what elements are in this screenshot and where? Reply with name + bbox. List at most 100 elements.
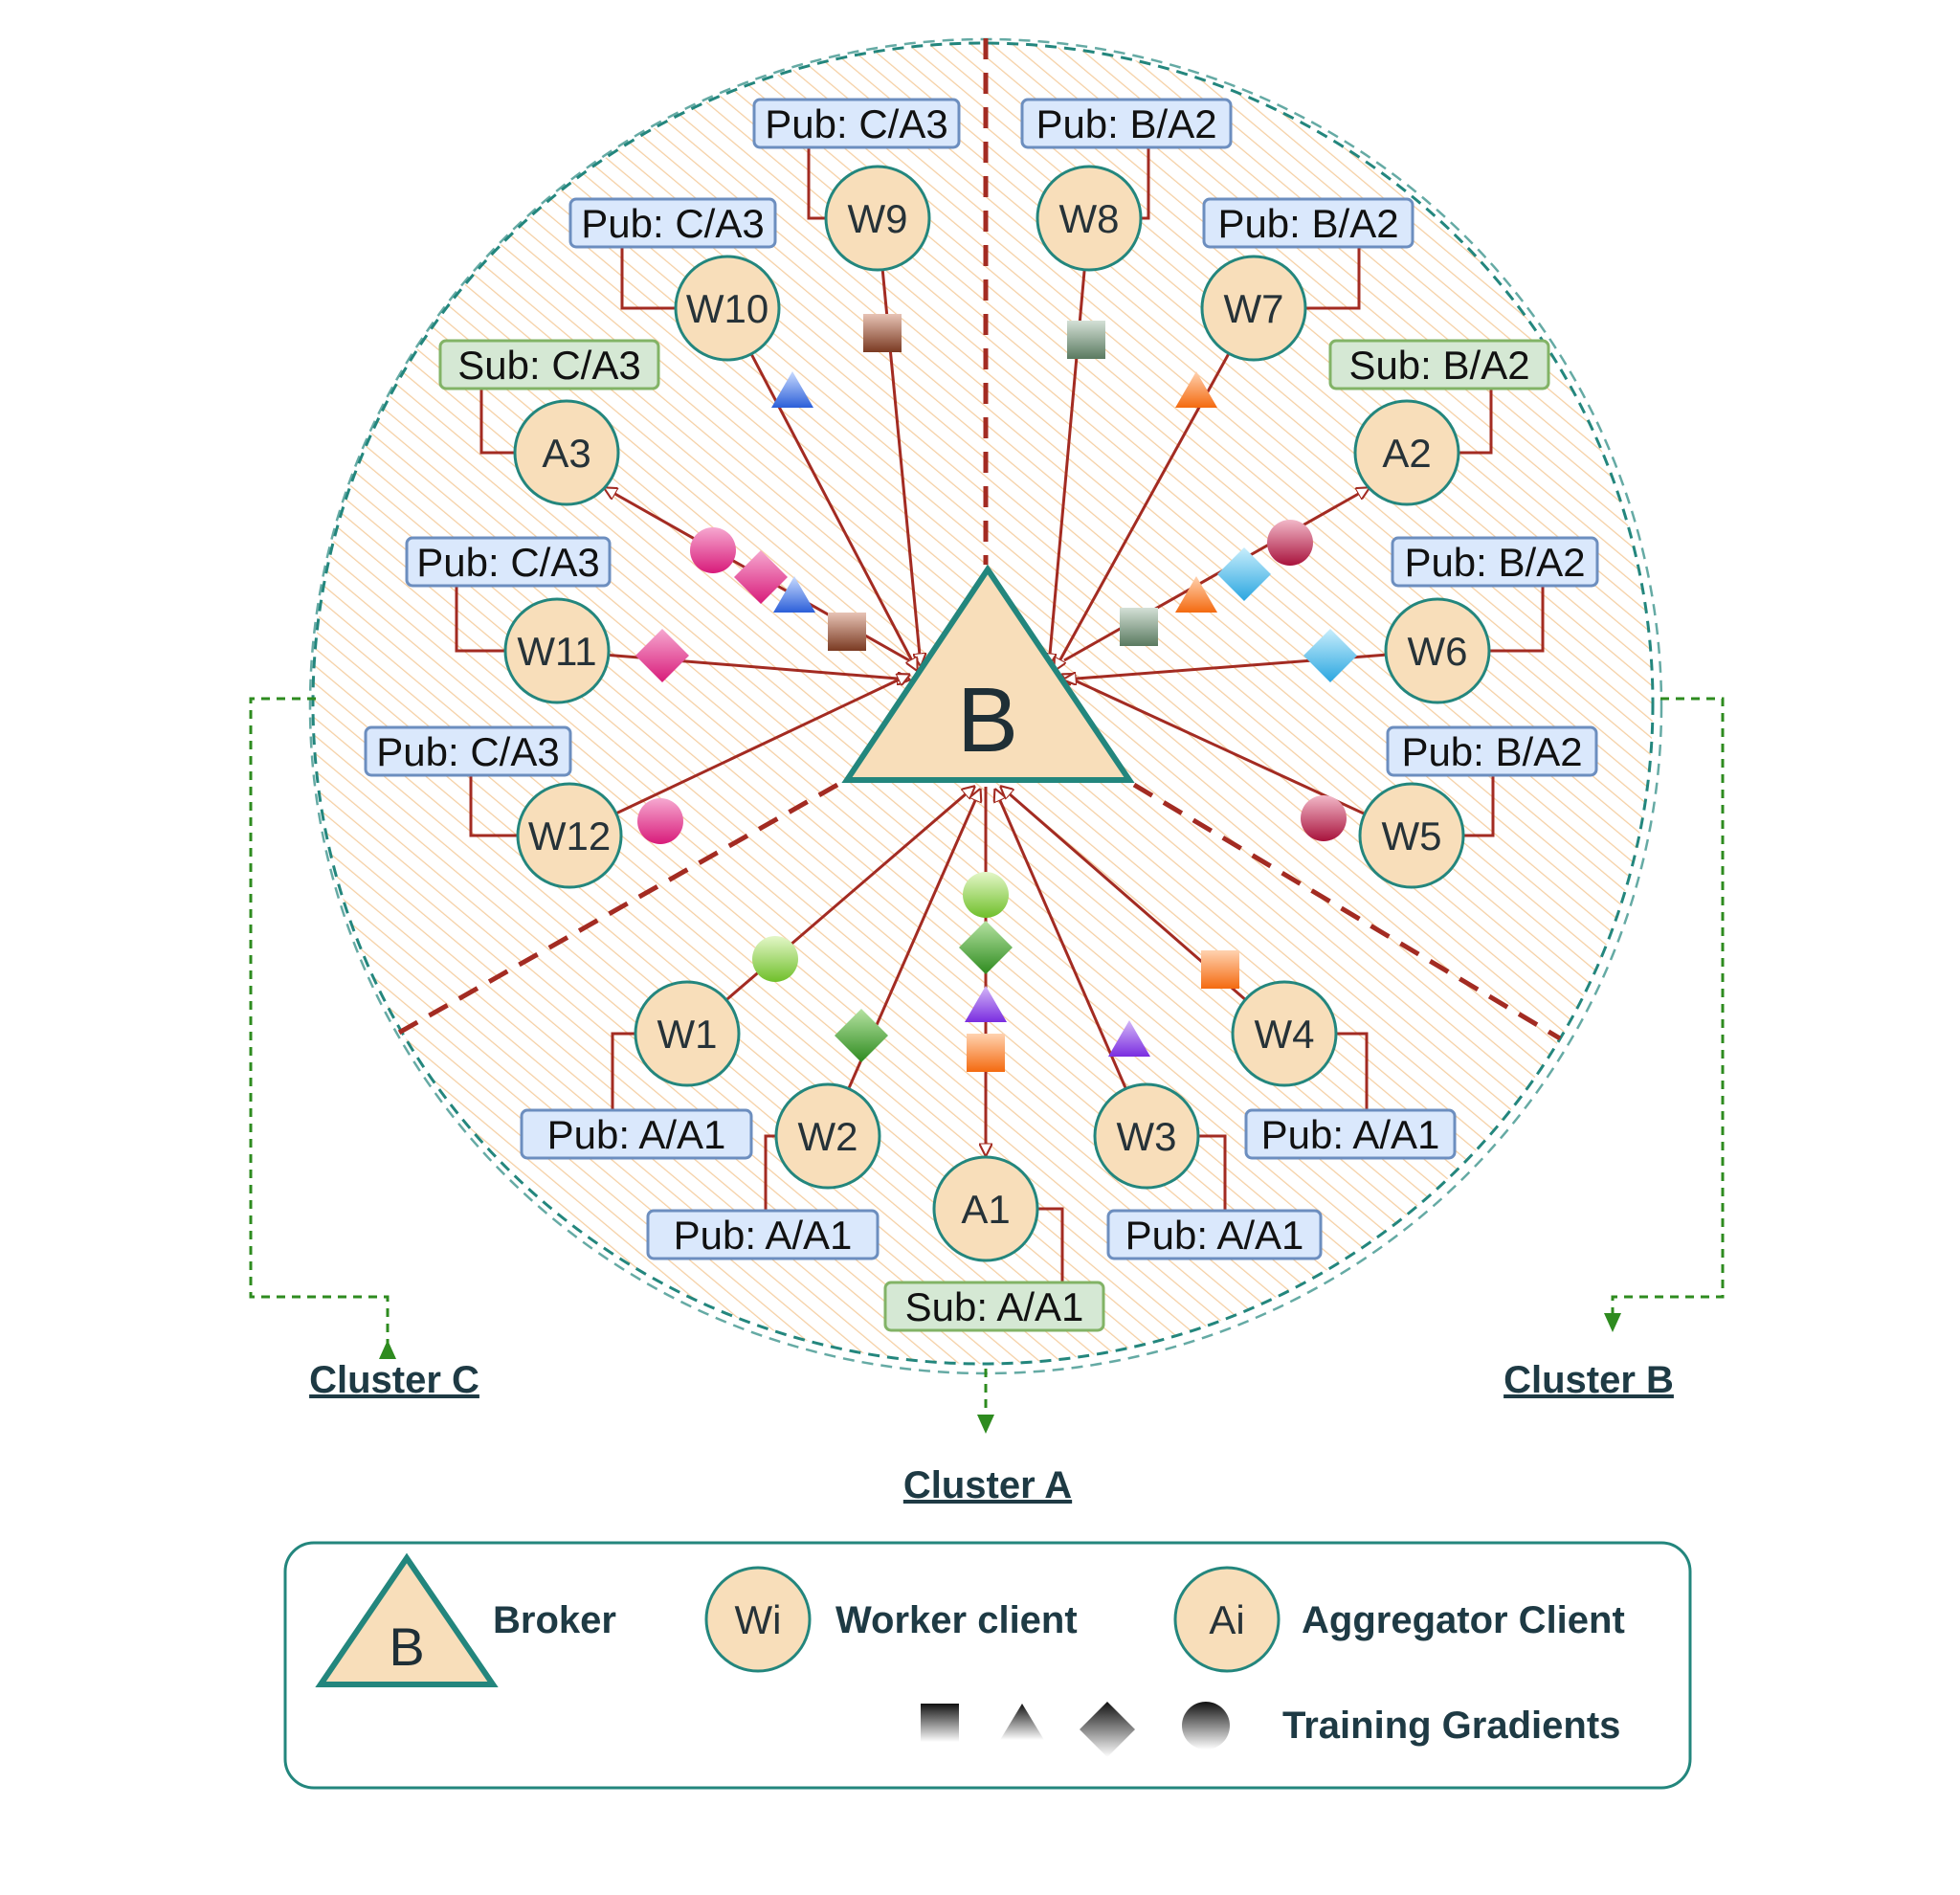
orange-square-gradient-icon: [967, 1034, 1005, 1072]
legend-aggregator: Ai Aggregator Client: [1173, 1566, 1625, 1673]
legend-worker-symbol: Wi: [735, 1597, 782, 1642]
cluster-routes: [249, 697, 1725, 1434]
tag-label-w8: Pub: B/A2: [1036, 101, 1216, 146]
tag-box-w8: [1020, 98, 1233, 149]
node-circle-w3: [1093, 1082, 1200, 1190]
legend-aggregator-symbol: Ai: [1209, 1597, 1244, 1642]
worker-w7[interactable]: W7: [1200, 255, 1307, 362]
node-label-w8: W8: [1059, 196, 1120, 241]
worker-w10[interactable]: W10: [674, 255, 781, 362]
orange-triangle-gradient-icon: [1175, 576, 1217, 613]
legend-gradients-label: Training Gradients: [1282, 1705, 1620, 1747]
legend-broker-symbol: B: [389, 1616, 424, 1677]
node-circle-a1: [932, 1155, 1039, 1262]
pub-tag-w7: Pub: B/A2: [1202, 197, 1414, 249]
node-label-w10: W10: [686, 286, 768, 331]
node-circle-w11: [503, 597, 611, 704]
edge-w5-to-broker: [1062, 675, 1413, 837]
route-cluster-c: [249, 697, 390, 1354]
sub-tag-a1: Sub: A/A1: [883, 1281, 1105, 1332]
node-circle-w2: [774, 1082, 881, 1190]
legend-worker-label: Worker client: [835, 1599, 1078, 1641]
sub-tag-a3: Sub: C/A3: [438, 339, 660, 390]
worker-w9[interactable]: W9: [824, 165, 931, 272]
connector-w9: [807, 145, 826, 220]
legend-worker-circle: [704, 1566, 812, 1673]
tag-label-w12: Pub: C/A3: [376, 729, 559, 774]
node-label-w6: W6: [1408, 629, 1468, 674]
tag-label-w11: Pub: C/A3: [416, 540, 599, 585]
cyan-diamond-gradient-icon: [1217, 547, 1271, 601]
pub-tag-w10: Pub: C/A3: [568, 197, 777, 249]
legend: B Broker Wi Worker client Ai Aggregator …: [283, 1541, 1692, 1790]
broker[interactable]: B: [841, 564, 1135, 783]
legend-broker: B Broker: [315, 1552, 616, 1687]
tag-label-w1: Pub: A/A1: [547, 1112, 726, 1157]
pink-diamond-gradient-icon: [635, 629, 689, 682]
tag-box-w1: [520, 1108, 753, 1160]
divider-right: [1132, 782, 1562, 1041]
connector-w6: [1489, 584, 1545, 653]
worker-w12[interactable]: W12: [516, 782, 623, 889]
tag-box-w10: [568, 197, 777, 249]
pub-tag-w1: Pub: A/A1: [520, 1108, 753, 1160]
node-circle-w8: [1036, 165, 1143, 272]
orange-square-gradient-icon: [1201, 950, 1239, 989]
aggregator-a1[interactable]: A1: [932, 1155, 1039, 1262]
diamond-icon: [1080, 1702, 1135, 1757]
triangle-icon: [1000, 1704, 1044, 1740]
pub-tag-w4: Pub: A/A1: [1244, 1108, 1457, 1160]
tag-box-a3: [438, 339, 660, 390]
green-diamond-gradient-icon: [959, 921, 1013, 974]
tag-box-w7: [1202, 197, 1414, 249]
node-label-w12: W12: [528, 814, 611, 858]
legend-aggregator-circle: [1173, 1566, 1281, 1673]
edge-w2-to-broker: [826, 790, 980, 1137]
sub-tag-a2: Sub: B/A2: [1328, 339, 1550, 390]
aggregator-a3[interactable]: A3: [513, 399, 620, 506]
worker-w6[interactable]: W6: [1384, 597, 1491, 704]
tag-label-w9: Pub: C/A3: [765, 101, 947, 146]
connector-w3: [1198, 1134, 1227, 1211]
tag-label-a3: Sub: C/A3: [457, 343, 640, 388]
worker-w4[interactable]: W4: [1231, 980, 1338, 1087]
tag-box-w4: [1244, 1108, 1457, 1160]
worker-w11[interactable]: W11: [503, 597, 611, 704]
worker-w3[interactable]: W3: [1093, 1082, 1200, 1190]
edge-w1-to-broker: [686, 787, 974, 1036]
edge-w4-to-broker: [1001, 787, 1285, 1036]
crimson-circle-gradient-icon: [1301, 795, 1347, 841]
tag-label-w5: Pub: B/A2: [1401, 729, 1582, 774]
circle-icon: [1182, 1702, 1230, 1750]
node-label-w9: W9: [848, 196, 908, 241]
edge-w11-to-broker: [556, 649, 909, 680]
broker-label: B: [957, 669, 1018, 771]
worker-w8[interactable]: W8: [1036, 165, 1143, 272]
lightgreen-circle-gradient-icon: [752, 936, 798, 982]
pub-tag-w12: Pub: C/A3: [364, 725, 572, 777]
route-cluster-c-arrow: [379, 1340, 396, 1359]
divider-left: [395, 782, 839, 1037]
blue-triangle-gradient-icon: [771, 371, 813, 408]
cluster-b-label: Cluster B: [1503, 1359, 1674, 1401]
pub-tag-w11: Pub: C/A3: [405, 536, 612, 588]
route-cluster-b-arrow: [1604, 1313, 1621, 1332]
node-label-w5: W5: [1382, 814, 1442, 858]
worker-w1[interactable]: W1: [634, 980, 741, 1087]
tag-label-a2: Sub: B/A2: [1348, 343, 1529, 388]
cluster-a-label: Cluster A: [903, 1464, 1072, 1506]
tag-label-w10: Pub: C/A3: [581, 201, 764, 246]
connector-w11: [455, 584, 505, 653]
tag-box-w2: [646, 1209, 880, 1260]
worker-w5[interactable]: W5: [1358, 782, 1465, 889]
training-gradients: [635, 314, 1357, 1072]
tag-connectors: [455, 145, 1545, 1282]
node-label-a3: A3: [542, 431, 590, 476]
node-circle-w1: [634, 980, 741, 1087]
aggregator-a2[interactable]: A2: [1353, 399, 1460, 506]
legend-aggregator-label: Aggregator Client: [1302, 1599, 1625, 1641]
node-label-w7: W7: [1224, 286, 1284, 331]
worker-w2[interactable]: W2: [774, 1082, 881, 1190]
